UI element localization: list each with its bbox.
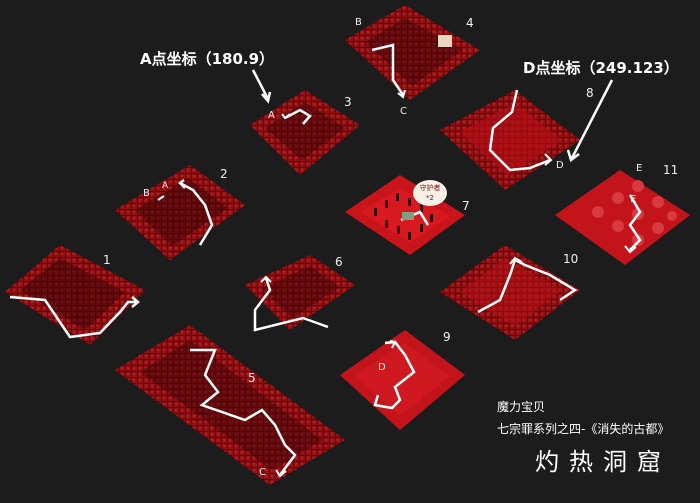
map-8 [440,89,580,190]
map-number-5: 5 [248,371,256,385]
marker-d-map8: D [556,160,564,171]
map-number-11: 11 [663,163,679,177]
map-number-2: 2 [220,167,228,181]
map-number-10: 10 [563,252,579,266]
point-d-coordinate: D点坐标（249.123） [523,59,679,77]
point-a-coordinate: A点坐标（180.9） [140,50,275,68]
game-name: 魔力宝贝 [497,400,546,414]
npc-count: *2 [426,194,434,202]
marker-b-map2: B [143,188,150,199]
marker-d-map9: D [378,362,386,373]
npc-name: 守护者 [419,184,441,192]
map-10 [440,245,580,340]
map-1 [5,245,145,345]
marker-e-map11: E [630,194,637,205]
map-9 [340,330,465,430]
map-7 [345,175,465,255]
annotation-arrow-a [251,69,272,104]
map-number-8: 8 [586,86,594,100]
map-number-9: 9 [443,330,451,344]
marker-e-label: E [636,163,643,174]
marker-a-map3: A [268,110,275,121]
map-6 [245,255,355,332]
map-4 [345,5,480,100]
map-5 [115,325,345,485]
marker-a-map2: A [162,181,169,191]
map-3 [250,90,360,175]
map-number-1: 1 [103,253,111,267]
map-number-3: 3 [344,95,352,109]
npc-guardian-bubble: 守护者 *2 [413,180,447,206]
map-number-6: 6 [335,255,343,269]
marker-c-map5: C [259,467,266,478]
annotation-arrow-d [566,79,614,163]
series-title: 七宗罪系列之四-《消失的古都》 [497,422,670,436]
map-2 [115,165,245,260]
map-number-4: 4 [466,16,474,30]
marker-b-map4: B [355,17,362,28]
map-number-7: 7 [462,199,470,213]
map-title: 灼热洞窟 [535,448,671,476]
marker-c-map4: C [400,106,407,117]
map-11 [555,170,690,265]
